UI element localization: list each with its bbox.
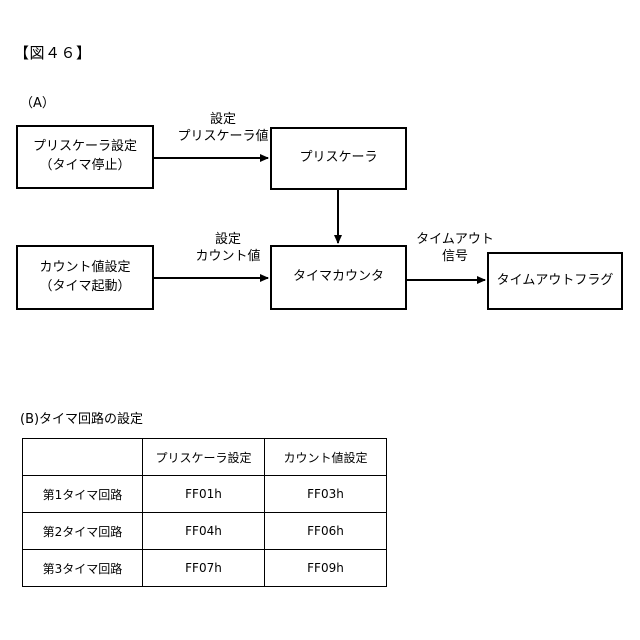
arrow-label-set-prescaler-value: 設定 プリスケーラ値: [158, 112, 288, 146]
arrow-label-timeout-signal-line2: 信号: [441, 248, 468, 264]
table-cell-prescaler: FF01h: [142, 475, 265, 513]
table-row-label: 第3タイマ回路: [22, 549, 143, 587]
table-header-prescaler-setting: プリスケーラ設定: [142, 438, 265, 476]
node-prescaler-setting-line1: プリスケーラ設定: [32, 139, 137, 155]
arrow-label-set-prescaler-value-line2: プリスケーラ値: [177, 128, 269, 144]
arrow-label-timeout-signal-line1: タイムアウト: [416, 232, 494, 247]
arrow-label-set-prescaler-value-line1: 設定: [209, 112, 236, 127]
table-row-label: 第1タイマ回路: [22, 475, 143, 513]
table-header-row: プリスケーラ設定 カウント値設定: [22, 438, 387, 476]
node-prescaler-line1: プリスケーラ: [299, 150, 378, 166]
arrow-label-set-count-value-line1: 設定: [214, 232, 241, 247]
node-prescaler-setting: プリスケーラ設定 （タイマ停止）: [16, 125, 154, 189]
arrow-label-timeout-signal: タイムアウト 信号: [400, 232, 510, 266]
node-prescaler-setting-line2: （タイマ停止）: [39, 158, 131, 173]
arrow-label-set-count-value: 設定 カウント値: [168, 232, 288, 266]
node-timeout-flag: タイムアウトフラグ: [487, 252, 623, 310]
figure-title: 【図４６】: [14, 44, 92, 62]
node-prescaler: プリスケーラ: [270, 127, 407, 190]
table-row: 第2タイマ回路 FF04h FF06h: [22, 512, 387, 550]
node-count-value-setting: カウント値設定 （タイマ起動）: [16, 245, 154, 310]
arrow-label-set-count-value-line2: カウント値: [195, 248, 261, 264]
section-b-label: (B)タイマ回路の設定: [20, 412, 144, 427]
table-row: 第1タイマ回路 FF01h FF03h: [22, 475, 387, 513]
node-count-setting-line1: カウント値設定: [39, 259, 131, 275]
table-cell-prescaler: FF07h: [142, 549, 265, 587]
table-cell-count: FF09h: [264, 549, 387, 587]
section-a-label: （A）: [20, 96, 55, 111]
node-timeout-flag-line1: タイムアウトフラグ: [496, 272, 614, 288]
table-row: 第3タイマ回路 FF07h FF09h: [22, 549, 387, 587]
table-row-label: 第2タイマ回路: [22, 512, 143, 550]
node-count-setting-line2: （タイマ起動）: [39, 278, 131, 294]
node-timer-counter: タイマカウンタ: [270, 245, 407, 310]
node-timer-counter-line1: タイマカウンタ: [292, 269, 384, 285]
table-cell-count: FF03h: [264, 475, 387, 513]
table-header-corner: [22, 438, 143, 476]
table-header-count-setting: カウント値設定: [264, 438, 387, 476]
timer-settings-table: プリスケーラ設定 カウント値設定 第1タイマ回路 FF01h FF03h 第2タ…: [22, 438, 387, 587]
table-cell-count: FF06h: [264, 512, 387, 550]
table-cell-prescaler: FF04h: [142, 512, 265, 550]
